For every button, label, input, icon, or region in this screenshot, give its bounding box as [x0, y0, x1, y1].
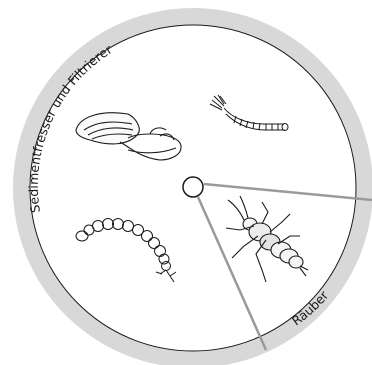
center-hub [183, 177, 203, 197]
